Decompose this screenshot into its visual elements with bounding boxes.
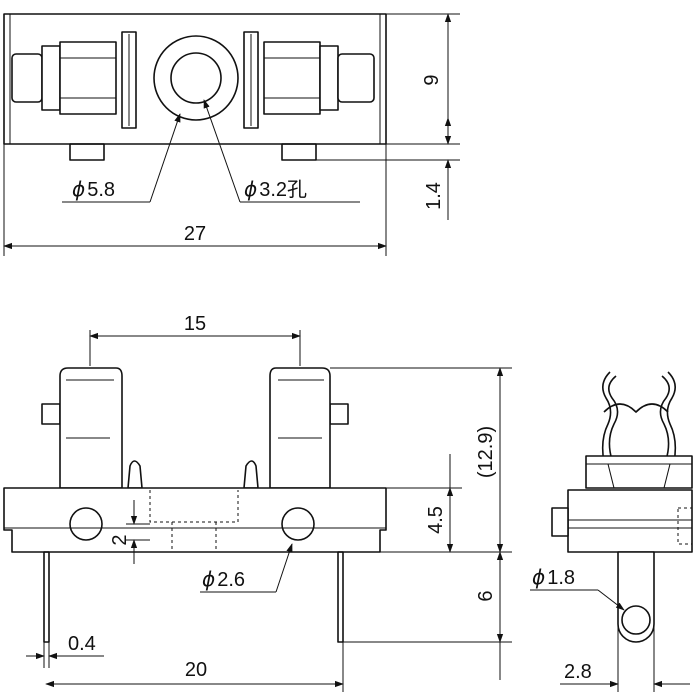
dim-pin-width-label: 2.8	[564, 661, 592, 683]
inner-hole	[170, 52, 222, 104]
dim-pin-thickness-label: 0.4	[68, 633, 96, 655]
right-mounting-hole	[281, 507, 315, 541]
right-clip-front	[243, 367, 349, 489]
outer-hole-ring	[153, 35, 239, 121]
dim-total-height-label: (12.9)	[475, 426, 497, 478]
side-pin	[617, 551, 655, 643]
dim-width-label: 27	[184, 223, 206, 245]
left-clip-top	[11, 31, 137, 129]
dim-height-label: 9	[421, 74, 443, 85]
dim-pin-spacing-label: 20	[185, 659, 207, 681]
side-pin-hole	[621, 605, 651, 635]
left-pin	[43, 551, 50, 643]
side-base	[567, 489, 693, 553]
right-pin	[337, 551, 344, 643]
left-clip-front	[41, 367, 143, 489]
left-mounting-hole	[69, 507, 103, 541]
base-body	[3, 487, 387, 553]
dim-pin-offset-label: 1.4	[423, 182, 445, 210]
spring-clip-side	[585, 371, 693, 489]
dim-pin-length-label: 6	[475, 590, 497, 601]
dim-base-height-label: 4.5	[425, 506, 447, 534]
dim-clip-spacing-label: 15	[184, 313, 206, 335]
right-clip-top	[243, 31, 375, 129]
dim-hole-offset-label: 2	[109, 534, 131, 545]
